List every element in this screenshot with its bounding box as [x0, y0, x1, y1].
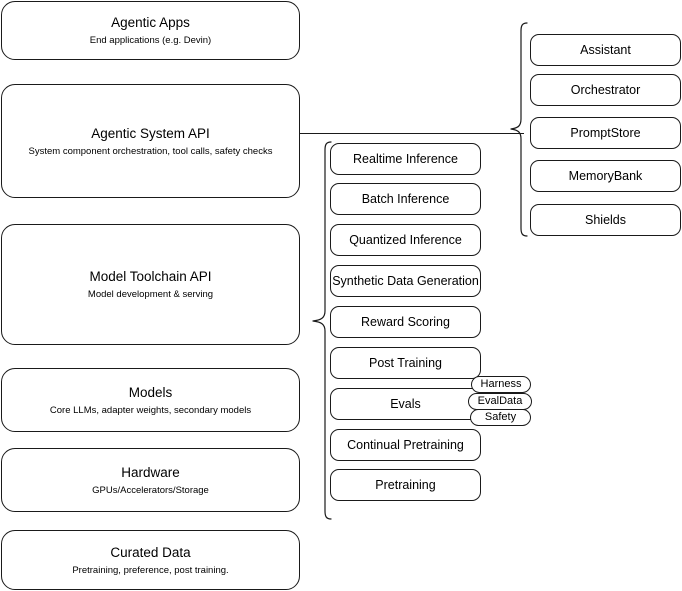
component-label: Evals — [390, 397, 421, 411]
evals-tag-harness[interactable]: Harness — [471, 376, 531, 393]
evals-tag-evaldata[interactable]: EvalData — [468, 393, 532, 410]
component-label: Assistant — [580, 43, 631, 57]
evals-tag-label: Safety — [484, 411, 517, 423]
component-box-assistant[interactable]: Assistant — [530, 34, 681, 66]
component-box-orchestrator[interactable]: Orchestrator — [530, 74, 681, 106]
layer-box-curated-data[interactable]: Curated Data Pretraining, preference, po… — [1, 530, 300, 590]
layer-box-model-toolchain-api[interactable]: Model Toolchain API Model development & … — [1, 224, 300, 345]
component-label: Continual Pretraining — [347, 438, 464, 452]
layer-box-agentic-apps[interactable]: Agentic Apps End applications (e.g. Devi… — [1, 1, 300, 60]
brace-agentic-components — [510, 22, 528, 237]
component-label: Batch Inference — [361, 192, 450, 206]
component-box-post-training[interactable]: Post Training — [330, 347, 481, 379]
component-label: MemoryBank — [568, 169, 643, 183]
component-box-shields[interactable]: Shields — [530, 204, 681, 236]
evals-tag-label: Harness — [480, 378, 522, 390]
component-label: Reward Scoring — [361, 315, 450, 329]
layer-title: Agentic Apps — [111, 15, 190, 30]
component-label: Pretraining — [375, 478, 436, 492]
layer-subtitle: System component orchestration, tool cal… — [28, 145, 273, 157]
component-box-pretraining[interactable]: Pretraining — [330, 469, 481, 501]
component-box-synthetic-data-generation[interactable]: Synthetic Data Generation — [330, 265, 481, 297]
component-label: Post Training — [369, 356, 442, 370]
layer-title: Models — [128, 384, 173, 400]
component-label: Realtime Inference — [353, 152, 458, 166]
component-box-batch-inference[interactable]: Batch Inference — [330, 183, 481, 215]
component-label: Orchestrator — [570, 83, 641, 97]
layer-title: Hardware — [121, 464, 180, 480]
brace-toolchain-components — [312, 141, 332, 520]
layer-subtitle: End applications (e.g. Devin) — [89, 35, 212, 46]
layer-title: Model Toolchain API — [89, 269, 212, 284]
component-box-quantized-inference[interactable]: Quantized Inference — [330, 224, 481, 256]
layer-subtitle: Pretraining, preference, post training. — [72, 564, 229, 576]
layer-subtitle: GPUs/Accelerators/Storage — [92, 484, 209, 496]
evals-tag-safety[interactable]: Safety — [470, 409, 531, 426]
evals-tag-label: EvalData — [477, 395, 523, 407]
component-box-promptstore[interactable]: PromptStore — [530, 117, 681, 149]
component-box-reward-scoring[interactable]: Reward Scoring — [330, 306, 481, 338]
component-box-continual-pretraining[interactable]: Continual Pretraining — [330, 429, 481, 461]
layer-title: Agentic System API — [91, 125, 210, 141]
layer-box-agentic-system-api[interactable]: Agentic System API System component orch… — [1, 84, 300, 198]
layer-subtitle: Model development & serving — [87, 289, 214, 300]
component-label: PromptStore — [570, 126, 641, 140]
component-box-memorybank[interactable]: MemoryBank — [530, 160, 681, 192]
layer-subtitle: Core LLMs, adapter weights, secondary mo… — [49, 404, 252, 416]
component-label: Shields — [585, 213, 626, 227]
component-label: Synthetic Data Generation — [332, 274, 479, 288]
component-box-realtime-inference[interactable]: Realtime Inference — [330, 143, 481, 175]
component-box-evals[interactable]: Evals — [330, 388, 481, 420]
layer-title: Curated Data — [110, 544, 191, 560]
component-label: Quantized Inference — [349, 233, 462, 247]
layer-box-models[interactable]: Models Core LLMs, adapter weights, secon… — [1, 368, 300, 432]
layer-box-hardware[interactable]: Hardware GPUs/Accelerators/Storage — [1, 448, 300, 512]
connector-line-agentic-api — [300, 133, 524, 134]
